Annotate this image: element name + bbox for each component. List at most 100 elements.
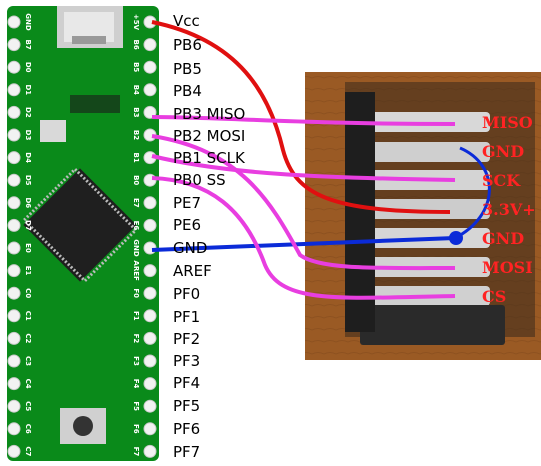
left-pin-column: GNDB7D0D1D2D3D4D5D6D7E0E1C0C1C2C3C4C5C6C…: [7, 13, 32, 458]
pin-silk-label-right: F1: [132, 311, 140, 321]
pin-silk-label-right: B1: [132, 152, 140, 162]
pin-pad-left: [7, 331, 21, 345]
pin-name-pb4: PB4: [173, 82, 202, 100]
pin-pad-right: [143, 83, 157, 97]
pin-pad-left: [7, 241, 21, 255]
vcc-wire: [151, 20, 451, 214]
pin-pad-left: [7, 264, 21, 278]
card-label-miso: MISO: [482, 113, 533, 132]
pin-silk-label-left: E0: [24, 243, 32, 253]
pin-name-pb0-ss: PB0 SS: [173, 171, 226, 189]
pin-pad-left: [7, 83, 21, 97]
pin-silk-label-left: C4: [24, 379, 32, 389]
pin-pad-left: [7, 286, 21, 300]
sclk-wire: [151, 154, 456, 182]
right-pin-column: +5VB6B5B4B3B2B1B0E7E6GNDAREFF0F1F2F3F4F5…: [132, 14, 157, 458]
pin-silk-label-left: D4: [24, 152, 32, 163]
pin-name-pb2-mosi: PB2 MOSI: [173, 127, 246, 145]
pin-name-pb6: PB6: [173, 36, 202, 54]
pin-name-pf5: PF5: [173, 397, 201, 415]
pin-name-gnd: GND: [173, 239, 208, 257]
pin-pad-right: [143, 309, 157, 323]
pin-silk-label-left: D1: [24, 84, 32, 95]
pin-name-pb3-miso: PB3 MISO: [173, 105, 246, 123]
pin-silk-label-right: GND: [132, 239, 140, 257]
pin-silk-label-right: B0: [132, 175, 140, 185]
pin-name-pf2: PF2: [173, 330, 201, 348]
pin-silk-label-right: B6: [132, 39, 140, 49]
pin-pad-left: [7, 38, 21, 52]
pin-name-pe6: PE6: [173, 216, 202, 234]
pin-name-pf6: PF6: [173, 420, 201, 438]
card-label-sck: SCK: [482, 171, 521, 190]
pin-silk-label-left: C6: [24, 424, 32, 434]
pin-pad-right: [143, 196, 157, 210]
pin-pad-left: [7, 60, 21, 74]
pin-silk-label-right: B3: [132, 107, 140, 117]
pin-silk-label-right: F2: [132, 334, 140, 344]
pin-pad-left: [7, 444, 21, 458]
card-label-gnd: GND: [482, 142, 525, 161]
pin-silk-label-left: D7: [24, 220, 32, 231]
pin-silk-label-right: F7: [132, 447, 140, 457]
card-label-mosi: MOSI: [482, 258, 533, 277]
pin-silk-label-left: D3: [24, 130, 32, 141]
pin-silk-label-left: GND: [24, 13, 32, 31]
pin-silk-label-left: D6: [24, 197, 32, 208]
pin-silk-label-left: C1: [24, 311, 32, 321]
pin-pad-right: [143, 38, 157, 52]
pin-name-pf1: PF1: [173, 308, 201, 326]
card-label-gnd-2: GND: [482, 229, 525, 248]
pin-silk-label-left: C7: [24, 446, 32, 456]
pin-pad-right: [143, 218, 157, 232]
pin-pad-right: [143, 286, 157, 300]
pin-silk-label-left: C0: [24, 288, 32, 298]
pin-name-pb1-sclk: PB1 SCLK: [173, 149, 245, 167]
pin-name-vcc: Vcc: [173, 12, 200, 30]
pin-pad-right: [143, 422, 157, 436]
wires: [151, 20, 491, 300]
microcontroller-board: [7, 6, 159, 461]
pin-name-pe7: PE7: [173, 194, 202, 212]
pin-silk-label-right: B5: [132, 62, 140, 72]
pin-silk-label-right: F5: [132, 401, 140, 411]
pin-pad-left: [7, 173, 21, 187]
pin-silk-label-left: D0: [24, 62, 32, 73]
pin-silk-label-left: D2: [24, 107, 32, 118]
pin-name-pf3: PF3: [173, 352, 201, 370]
pin-pad-right: [143, 60, 157, 74]
pin-pad-left: [7, 309, 21, 323]
pin-name-pf4: PF4: [173, 374, 201, 392]
pin-silk-label-right: E6: [132, 221, 140, 231]
pin-pad-left: [7, 218, 21, 232]
pin-silk-label-right: F0: [132, 288, 140, 298]
pin-silk-label-right: B2: [132, 130, 140, 140]
pin-pad-right: [143, 444, 157, 458]
pin-pad-left: [7, 377, 21, 391]
pin-pad-right: [143, 399, 157, 413]
pin-pad-right: [143, 173, 157, 187]
gnd-wire-2: [454, 146, 491, 240]
card-label-3v3: 3.3V+: [482, 200, 536, 219]
pin-pad-right: [143, 354, 157, 368]
pin-pad-right: [143, 264, 157, 278]
pin-pad-left: [7, 399, 21, 413]
card-label-cs: CS: [482, 287, 507, 306]
pin-pad-left: [7, 151, 21, 165]
pin-silk-label-right: B4: [132, 85, 140, 95]
pin-name-pf7: PF7: [173, 443, 201, 461]
pin-silk-label-right: F6: [132, 424, 140, 434]
pin-name-aref: AREF: [173, 262, 212, 280]
pin-silk-label-right: AREF: [132, 260, 140, 281]
pin-silk-label-left: C2: [24, 333, 32, 343]
gnd-junction: [449, 231, 463, 245]
pin-silk-label-left: B7: [24, 39, 32, 49]
pin-pad-left: [7, 422, 21, 436]
pin-pad-left: [7, 15, 21, 29]
miso-wire: [151, 115, 456, 126]
pin-pad-left: [7, 105, 21, 119]
pin-silk-label-right: +5V: [132, 14, 140, 31]
pin-silk-label-left: D5: [24, 175, 32, 186]
ss-wire: [151, 176, 456, 300]
